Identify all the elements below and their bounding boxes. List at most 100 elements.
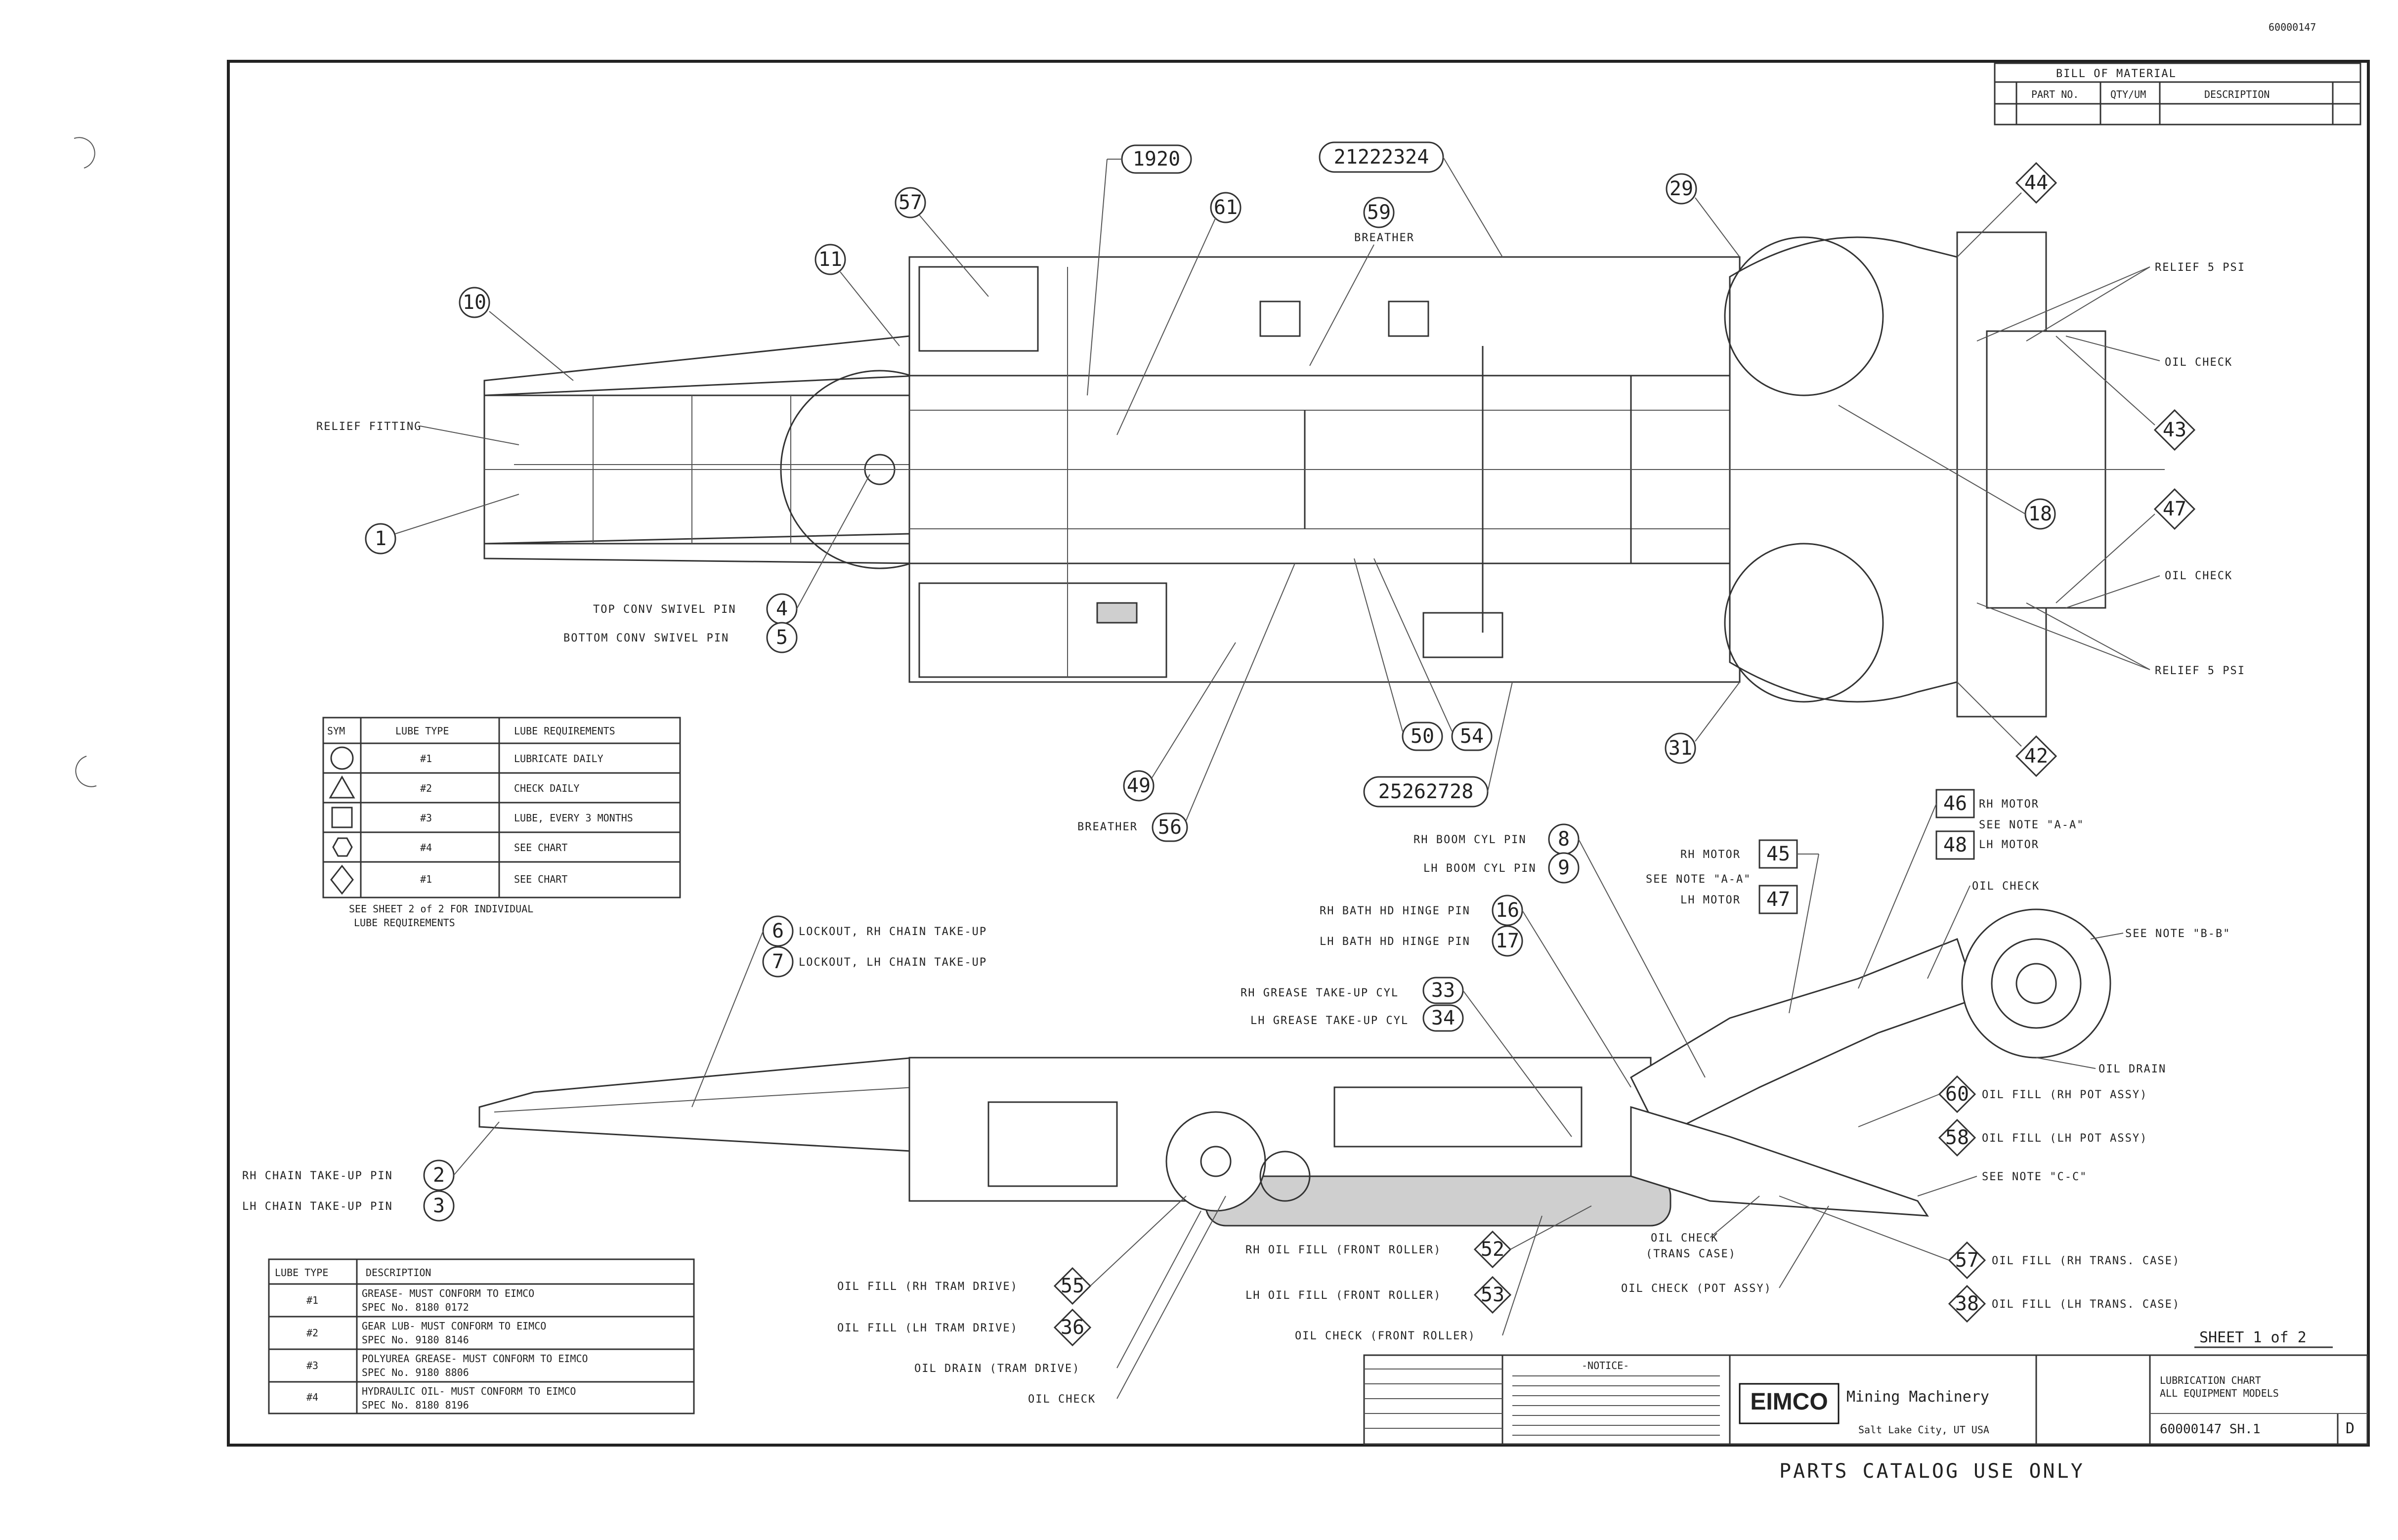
lh-boom-cyl-pin-label: LH BOOM CYL PIN bbox=[1423, 862, 1537, 875]
lube-types-table: LUBE TYPE DESCRIPTION #1 GREASE- MUST CO… bbox=[268, 1258, 695, 1414]
oil-check-label-2: OIL CHECK bbox=[2165, 570, 2232, 582]
top-conv-swivel-pin-label: TOP CONV SWIVEL PIN bbox=[593, 603, 736, 616]
bubble-50: 50 bbox=[1402, 722, 1443, 751]
lube-type-row-4-type: #4 bbox=[306, 1391, 318, 1403]
bubble-47: 47 bbox=[2153, 488, 2196, 530]
bubble-56: 56 bbox=[1152, 813, 1188, 842]
see-note-aa-label-1: SEE NOTE "A-A" bbox=[1646, 873, 1751, 886]
bubble-25262728: 25262728 bbox=[1363, 776, 1489, 808]
lube-type-row-1-line-2: SPEC No. 8180 0172 bbox=[362, 1301, 469, 1313]
rh-grease-takeup-label: RH GREASE TAKE-UP CYL bbox=[1241, 987, 1399, 999]
bubble-52-text: 52 bbox=[1481, 1238, 1504, 1261]
eimco-logo bbox=[1739, 1383, 1840, 1424]
lube-type-row-1-line-1: GREASE- MUST CONFORM TO EIMCO bbox=[362, 1287, 534, 1299]
bubble-57-side-text: 57 bbox=[1955, 1249, 1979, 1272]
diamond-symbol bbox=[330, 864, 354, 895]
bubble-36: 36 bbox=[1053, 1308, 1092, 1347]
oil-drain-tram-label: OIL DRAIN (TRAM DRIVE) bbox=[914, 1363, 1080, 1375]
bubble-16-text: 16 bbox=[1496, 899, 1519, 922]
oil-check-pot-label: OIL CHECK (POT ASSY) bbox=[1621, 1283, 1772, 1295]
bubble-4: 4 bbox=[766, 593, 798, 625]
rh-chain-takeup-pin-label: RH CHAIN TAKE-UP PIN bbox=[242, 1170, 393, 1182]
bubble-1920-text: 1920 bbox=[1133, 148, 1180, 171]
rh-boom-cyl-pin-label: RH BOOM CYL PIN bbox=[1413, 834, 1527, 846]
bubble-50-text: 50 bbox=[1411, 725, 1434, 748]
bom-col-qty: QTY/UM bbox=[2110, 88, 2146, 100]
bubble-10-text: 10 bbox=[463, 291, 486, 314]
title-block: -NOTICE- EIMCO Mining Machinery Salt Lak… bbox=[1363, 1354, 2368, 1445]
relief-5psi-label-1: RELIEF 5 PSI bbox=[2155, 261, 2245, 274]
side-view-callouts: 6 LOCKOUT, RH CHAIN TAKE-UP 7 LOCKOUT, L… bbox=[242, 789, 2229, 1406]
bubble-34 bbox=[1422, 1004, 1464, 1032]
lube-types-header-description: DESCRIPTION bbox=[366, 1267, 431, 1279]
machine-top-view bbox=[483, 231, 2165, 718]
bubble-49-text: 49 bbox=[1127, 774, 1151, 797]
lh-motor-label-b: LH MOTOR bbox=[1979, 839, 2039, 851]
legend-row-4-req: SEE CHART bbox=[514, 842, 567, 854]
bubble-60: 60 bbox=[1938, 1075, 1976, 1113]
relief-fitting-label: RELIEF FITTING bbox=[316, 421, 422, 433]
bubble-45-text: 45 bbox=[1766, 843, 1790, 865]
bubble-7: 7 bbox=[762, 946, 794, 978]
legend-note-2: LUBE REQUIREMENTS bbox=[354, 917, 455, 929]
bubble-6: 6 bbox=[762, 915, 794, 947]
lube-type-row-3-line-2: SPEC No. 9180 8806 bbox=[362, 1367, 469, 1378]
bubble-43: 43 bbox=[2153, 409, 2196, 451]
lh-motor-label-a: LH MOTOR bbox=[1680, 894, 1741, 906]
legend-header-lube-requirements: LUBE REQUIREMENTS bbox=[514, 725, 615, 737]
title-block-division: Mining Machinery bbox=[1846, 1388, 1989, 1406]
oil-check-label-1: OIL CHECK bbox=[2165, 356, 2232, 369]
bubble-54-text: 54 bbox=[1460, 725, 1484, 748]
legend-note-1: SEE SHEET 2 of 2 FOR INDIVIDUAL bbox=[349, 903, 533, 915]
rh-motor-label-b: RH MOTOR bbox=[1979, 798, 2039, 811]
bubble-3-text: 3 bbox=[433, 1195, 445, 1217]
bubble-44: 44 bbox=[2015, 162, 2057, 204]
bubble-48 bbox=[1935, 830, 1975, 860]
lh-chain-takeup-pin-label: LH CHAIN TAKE-UP PIN bbox=[242, 1200, 393, 1213]
bom-col-part-no: PART NO. bbox=[2031, 88, 2079, 100]
lube-type-row-4-line-1: HYDRAULIC OIL- MUST CONFORM TO EIMCO bbox=[362, 1385, 576, 1397]
drawing-revision: D bbox=[2346, 1420, 2355, 1437]
bubble-21-24-text: 21222324 bbox=[1334, 146, 1429, 169]
lh-oil-fill-front-label: LH OIL FILL (FRONT ROLLER) bbox=[1245, 1289, 1441, 1302]
oil-fill-lh-trans-label: OIL FILL (LH TRANS. CASE) bbox=[1992, 1298, 2180, 1311]
lube-legend-table: SYM LUBE TYPE LUBE REQUIREMENTS #1 LUBRI… bbox=[322, 717, 681, 929]
bubble-29: 29 bbox=[1666, 173, 1697, 205]
bubble-53: 53 bbox=[1473, 1276, 1512, 1314]
bubble-25-28-text: 25262728 bbox=[1378, 780, 1474, 803]
rh-bath-hinge-label: RH BATH HD HINGE PIN bbox=[1320, 905, 1470, 917]
circle-symbol bbox=[330, 746, 354, 770]
bubble-44-text: 44 bbox=[2024, 171, 2048, 194]
bottom-conv-swivel-pin-label: BOTTOM CONV SWIVEL PIN bbox=[563, 632, 729, 644]
title-block-city: Salt Lake City, UT USA bbox=[1858, 1424, 1989, 1436]
bubble-52: 52 bbox=[1473, 1230, 1512, 1269]
bubble-1-text: 1 bbox=[375, 527, 386, 550]
bubble-43-text: 43 bbox=[2163, 419, 2186, 441]
drawing-number: 60000147 SH.1 bbox=[2160, 1422, 2261, 1437]
lube-type-row-3-type: #3 bbox=[306, 1360, 318, 1371]
lockout-rh-label: LOCKOUT, RH CHAIN TAKE-UP bbox=[799, 926, 987, 938]
bubble-57: 57 bbox=[895, 187, 926, 218]
bubble-37-diamond: 57 bbox=[1948, 1241, 1986, 1280]
machine-side-view bbox=[478, 908, 2111, 1227]
oil-check-label-3: OIL CHECK bbox=[1972, 880, 2040, 893]
bubble-17: 17 bbox=[1492, 925, 1523, 957]
bubble-38-text: 38 bbox=[1955, 1292, 1979, 1315]
breather-label-top: BREATHER bbox=[1354, 232, 1414, 244]
bubble-54: 54 bbox=[1451, 722, 1493, 751]
legend-row-1-req: LUBRICATE DAILY bbox=[514, 753, 603, 765]
hexagon-symbol bbox=[332, 837, 353, 857]
cutter-boom-side bbox=[1630, 938, 1978, 1138]
bubble-45 bbox=[1758, 839, 1798, 869]
bubble-33-text: 33 bbox=[1431, 979, 1455, 1002]
see-note-aa-label-2: SEE NOTE "A-A" bbox=[1979, 819, 2084, 831]
gathering-pan bbox=[1630, 1106, 1929, 1217]
cutter-head-side bbox=[1961, 908, 2111, 1059]
parts-catalog-stamp: PARTS CATALOG USE ONLY bbox=[1779, 1460, 2085, 1483]
oil-fill-lh-pot-label: OIL FILL (LH POT ASSY) bbox=[1982, 1132, 2147, 1145]
oil-check-front-label: OIL CHECK (FRONT ROLLER) bbox=[1295, 1330, 1476, 1342]
bubble-11-text: 11 bbox=[818, 248, 842, 271]
legend-row-5-type: #1 bbox=[420, 873, 432, 885]
bubble-46 bbox=[1935, 789, 1975, 818]
